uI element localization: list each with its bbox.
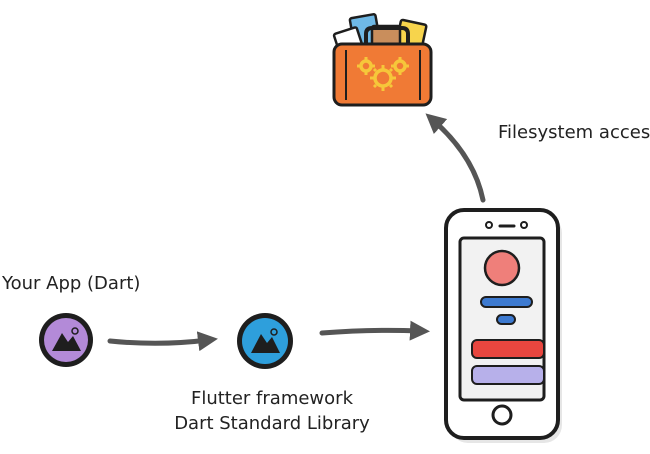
your-app-label: Your App (Dart) — [1, 273, 140, 294]
app-image-icon — [39, 313, 93, 367]
dart-standard-library-label: Dart Standard Library — [174, 413, 370, 434]
filesystem-access-label: Filesystem access — [498, 122, 650, 143]
filesystem-arrow — [425, 113, 486, 203]
app-to-flutter-arrow — [107, 331, 218, 352]
flutter-to-phone-arrow — [319, 320, 430, 341]
flutter-framework-label: Flutter framework — [191, 388, 354, 409]
briefcase-with-gears-icon — [332, 13, 433, 107]
flutter-image-icon — [237, 313, 293, 369]
smartphone-icon — [444, 208, 562, 443]
